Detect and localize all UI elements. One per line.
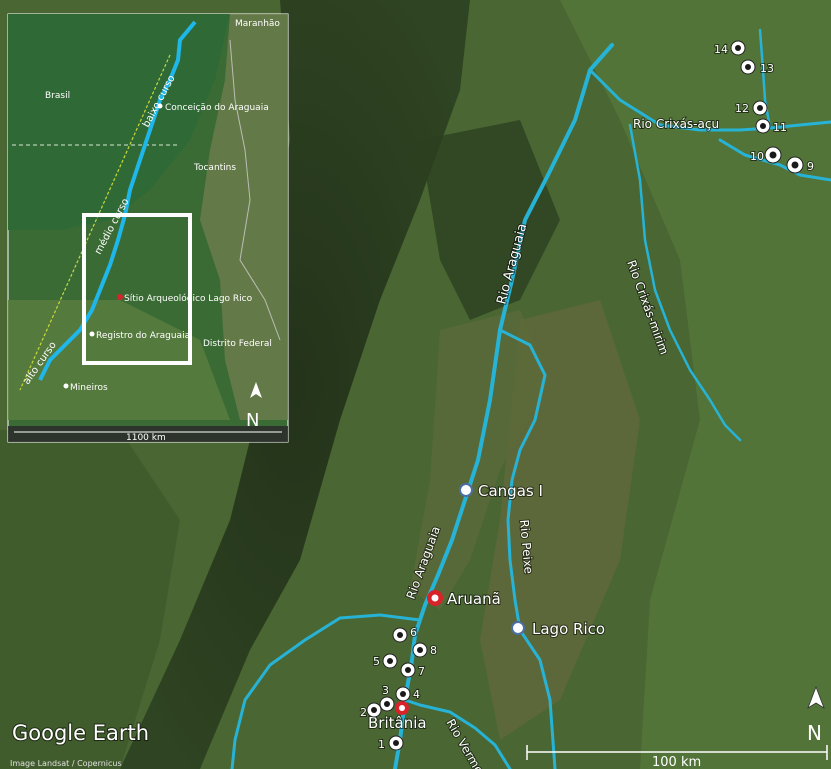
inset-label-brasil: Brasil (45, 91, 70, 101)
river-crixas-acu (588, 68, 831, 132)
svg-text:12: 12 (735, 102, 749, 115)
inset-place-registro: Registro do Araguaia (89, 331, 190, 341)
terrain-dark-patch (420, 120, 560, 320)
google-earth-logo: Google Earth (12, 721, 149, 745)
terrain-dark-ridge (120, 0, 470, 769)
site-3[interactable]: 3 (379, 683, 395, 712)
scale-bar: 100 km (526, 745, 828, 769)
site-2[interactable]: 2 (359, 702, 382, 720)
svg-text:4: 4 (413, 688, 420, 701)
river-crixas-acu-b (718, 138, 831, 182)
svg-text:3: 3 (382, 684, 389, 697)
inset-map[interactable]: Maranhão Brasil Conceição do Araguaia To… (7, 13, 289, 443)
svg-text:9: 9 (807, 160, 814, 173)
place-britania[interactable]: Britânia (367, 701, 428, 733)
svg-text:2: 2 (360, 706, 367, 719)
north-arrow-icon (807, 685, 825, 709)
svg-text:Cangas I: Cangas I (478, 482, 543, 500)
north-arrow: N (807, 685, 825, 745)
terrain-light-east (560, 0, 831, 769)
inset-place-conceicao: Conceição do Araguaia (157, 103, 269, 113)
inset-place-sitio: Sítio Arqueológico Lago Rico (117, 293, 253, 304)
svg-text:Britânia: Britânia (368, 714, 427, 732)
site-4[interactable]: 4 (395, 686, 421, 702)
inset-course-line (19, 54, 171, 391)
svg-text:Sítio Arqueológico Lago Rico: Sítio Arqueológico Lago Rico (124, 293, 253, 304)
place-cangas[interactable]: Cangas I (459, 481, 544, 501)
inset-label-distrito: Distrito Federal (203, 339, 272, 349)
site-12[interactable]: 12 (734, 100, 768, 116)
place-aruana[interactable]: Aruanã (427, 589, 502, 609)
inset-scale-text: 1100 km (126, 433, 166, 443)
site-7[interactable]: 7 (400, 662, 426, 679)
svg-text:5: 5 (373, 655, 380, 668)
site-6[interactable]: 6 (392, 625, 418, 643)
inset-scale-strip (8, 426, 288, 442)
inset-study-area (82, 213, 192, 365)
site-8[interactable]: 8 (412, 642, 438, 658)
inset-terrain-south (8, 300, 230, 420)
svg-text:Aruanã: Aruanã (447, 590, 501, 608)
svg-text:Registro do Araguaia: Registro do Araguaia (96, 331, 190, 341)
river-north-branch (758, 28, 772, 130)
inset-label-tocantins: Tocantins (193, 163, 236, 173)
river-crixas-mirim (628, 123, 742, 442)
svg-text:10: 10 (750, 150, 764, 163)
label-rio-peixe: Rio Peixe (517, 519, 536, 574)
place-lago-rico[interactable]: Lago Rico (511, 619, 606, 639)
imagery-credit: Image Landsat / Copernicus (10, 759, 122, 768)
inset-label-maranhao: Maranhão (235, 19, 280, 29)
inset-north-arrow: N (246, 382, 262, 431)
svg-text:13: 13 (760, 62, 774, 75)
river-vermelho (403, 698, 512, 769)
inset-place-mineiros: Mineiros (63, 383, 108, 393)
svg-text:N: N (246, 410, 259, 431)
svg-text:Mineiros: Mineiros (70, 383, 108, 393)
site-13[interactable]: 13 (740, 59, 775, 76)
svg-text:Lago Rico: Lago Rico (532, 620, 605, 638)
river-araguaia-west (230, 613, 422, 769)
site-10[interactable]: 10 (749, 146, 782, 164)
site-5[interactable]: 5 (372, 653, 398, 669)
inset-state-borders (229, 39, 281, 341)
site-14[interactable]: 14 (713, 40, 746, 57)
site-9[interactable]: 9 (786, 156, 815, 174)
svg-text:14: 14 (714, 43, 728, 56)
svg-text:11: 11 (773, 121, 787, 134)
river-araguaia-arm (498, 328, 557, 769)
svg-text:1: 1 (378, 738, 385, 751)
site-1[interactable]: 1 (377, 735, 404, 752)
terrain-southwest (0, 430, 180, 769)
inset-north-arrow-icon (250, 382, 262, 398)
svg-text:6: 6 (410, 626, 417, 639)
svg-text:7: 7 (418, 665, 425, 678)
svg-text:8: 8 (430, 644, 437, 657)
label-rio-crixas-acu: Rio Crixás-açu (633, 117, 719, 131)
svg-text:N: N (807, 721, 822, 745)
inset-terrain-east (200, 14, 288, 420)
svg-text:100 km: 100 km (652, 755, 701, 769)
site-11[interactable]: 11 (755, 118, 788, 135)
svg-text:Conceição do Araguaia: Conceição do Araguaia (165, 103, 269, 113)
